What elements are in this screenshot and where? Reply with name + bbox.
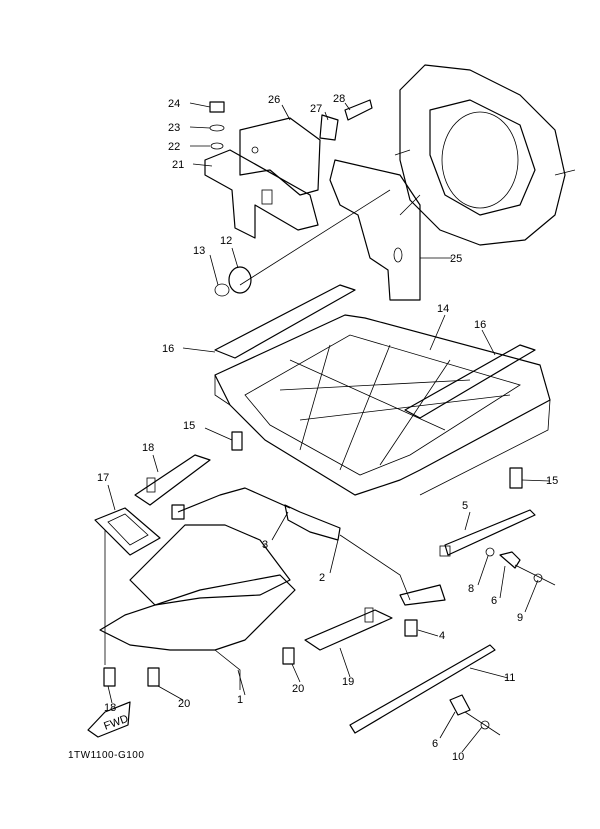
callout-6: 6: [491, 595, 497, 607]
callout-9: 9: [517, 612, 523, 624]
leader-lines: [107, 102, 551, 753]
callout-13: 13: [193, 245, 205, 257]
callout-21: 21: [172, 159, 184, 171]
engine-housing: [394, 64, 576, 246]
callout-24: 24: [168, 98, 180, 110]
pad-17: [94, 507, 161, 665]
callout-6: 6: [432, 738, 438, 750]
callout-20: 20: [292, 683, 304, 695]
callout-17: 17: [97, 472, 109, 484]
callout-19: 19: [342, 676, 354, 688]
clip-6-9: [485, 547, 556, 586]
callout-23: 23: [168, 122, 180, 134]
callout-11: 11: [504, 672, 515, 684]
bracket-26: [239, 117, 321, 196]
bolt-24: [209, 101, 225, 150]
rail-16: [214, 284, 536, 419]
bolts-27-28: [319, 99, 373, 141]
cable-tie-11: [349, 644, 496, 734]
cable-2: [171, 487, 446, 606]
lower-bolts: [103, 647, 295, 687]
callout-18: 18: [142, 442, 154, 454]
callout-5: 5: [462, 500, 468, 512]
callout-3: 3: [262, 539, 268, 551]
damper-12: [214, 266, 252, 297]
callout-1: 1: [237, 694, 243, 706]
bolt-4: [404, 619, 418, 637]
bolt-15: [231, 431, 523, 489]
callout-4: 4: [439, 630, 445, 642]
callout-18: 18: [104, 702, 116, 714]
callout-27: 27: [310, 103, 322, 115]
callout-20: 20: [178, 698, 190, 710]
callout-16: 16: [162, 343, 174, 355]
callout-10: 10: [452, 751, 464, 763]
callout-16: 16: [474, 319, 486, 331]
callout-labels: 24 23 22 21 26 27 28 13 12 25 14 16 16 1…: [97, 93, 558, 763]
drawing-code: 1TW1100-G100: [68, 750, 144, 761]
callout-26: 26: [268, 94, 280, 106]
callout-15: 15: [546, 475, 558, 487]
callout-2: 2: [319, 572, 325, 584]
cable-tie-5: [439, 509, 536, 557]
callout-8: 8: [468, 583, 474, 595]
callout-28: 28: [333, 93, 345, 105]
callout-22: 22: [168, 141, 180, 153]
callout-15: 15: [183, 420, 195, 432]
clip-6-10: [449, 694, 501, 736]
plate-18: [134, 454, 211, 506]
bracket-21: [204, 149, 319, 239]
plate-25: [239, 159, 421, 301]
plate-19: [304, 607, 393, 651]
callout-25: 25: [450, 253, 462, 265]
callout-12: 12: [220, 235, 232, 247]
callout-14: 14: [437, 303, 449, 315]
bracket-1: [99, 524, 296, 690]
frame-14: [214, 314, 551, 496]
